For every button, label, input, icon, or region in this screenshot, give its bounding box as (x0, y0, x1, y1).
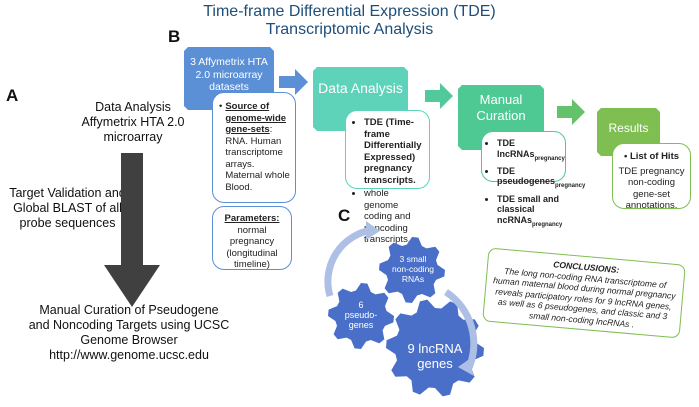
panel-a-letter: A (6, 86, 19, 105)
analysis-box: TDE (Time-frame Differentially Expressed… (345, 110, 430, 245)
title-line-2: Transcriptomic Analysis (265, 21, 434, 38)
cycle-arrow-left (324, 226, 373, 297)
stage-arrow-2 (425, 83, 453, 109)
gear-small (379, 237, 445, 303)
panel-c-letter: C (338, 206, 351, 225)
cycle-arrow-right (443, 289, 478, 372)
stage-results-label: Results (608, 121, 649, 135)
curation-box: TDE lncRNAspregnancy TDE pseudogenespreg… (481, 131, 585, 227)
gear-mid (328, 283, 394, 349)
stage-analysis-label: Data Analysis (318, 80, 403, 96)
title-line-1: Time-frame Differential Expression (TDE) (203, 3, 496, 20)
results-box: • List of Hits TDE pregnancy non-coding … (612, 143, 691, 211)
stage-arrow-1 (279, 69, 308, 95)
parameters-box: Parameters: normal pregnancy (longitudin… (212, 206, 292, 270)
stage-arrow-3 (557, 99, 585, 125)
panel-b-letter: B (168, 27, 181, 46)
gear-large (386, 299, 484, 397)
down-arrow (104, 153, 160, 307)
